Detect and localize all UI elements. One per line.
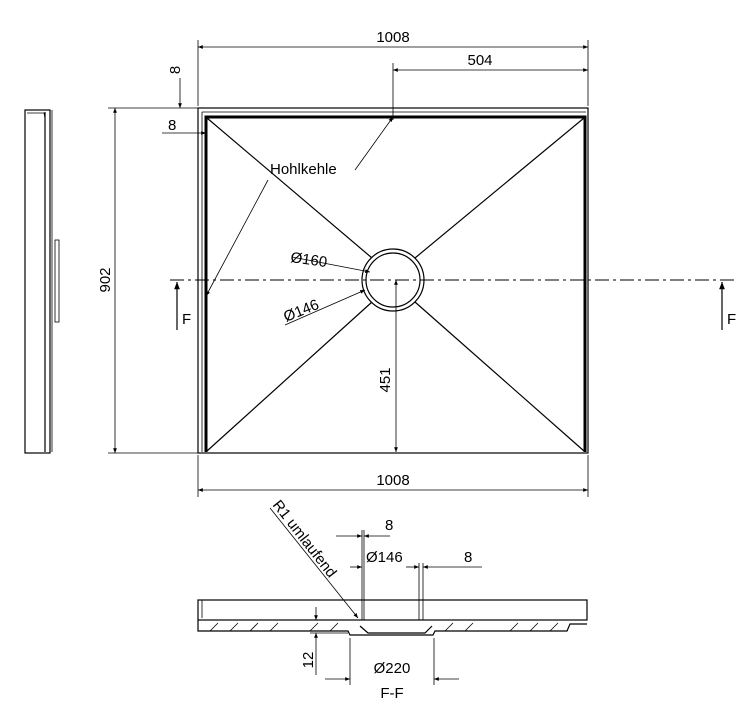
- dim-width-bottom: 1008: [376, 472, 409, 489]
- top-view-dimensions: 1008 504 8 8 902 Hohlkehle Ø160 Ø146 451…: [97, 29, 736, 497]
- dim-drain-inner: Ø146: [281, 296, 321, 326]
- dim-rim-vertical: 8: [167, 66, 184, 74]
- dim-half-width: 504: [467, 52, 492, 69]
- section-view: R1 umlaufend 8 Ø146 8 12 Ø220 F-F: [197, 497, 588, 702]
- side-view: [24, 109, 60, 454]
- dim-width-top: 1008: [376, 29, 409, 46]
- dim-depth: 902: [97, 267, 114, 292]
- top-view-plate: [170, 107, 735, 454]
- label-radius: R1 umlaufend: [269, 497, 340, 581]
- dim-drain-outer-section: Ø220: [374, 660, 411, 677]
- dim-wall-left: 8: [385, 517, 393, 534]
- dim-rim-horizontal: 8: [168, 117, 176, 134]
- dim-drain-outer: Ø160: [289, 249, 328, 271]
- section-mark-right: F: [727, 311, 736, 328]
- dim-drain-inner-section: Ø146: [366, 549, 403, 566]
- section-title: F-F: [380, 685, 403, 702]
- dim-wall-right: 8: [464, 549, 472, 566]
- section-mark-left: F: [182, 311, 191, 328]
- dim-height: 12: [300, 652, 317, 669]
- dim-drain-offset: 451: [377, 367, 394, 392]
- label-cove: Hohlkehle: [270, 161, 337, 178]
